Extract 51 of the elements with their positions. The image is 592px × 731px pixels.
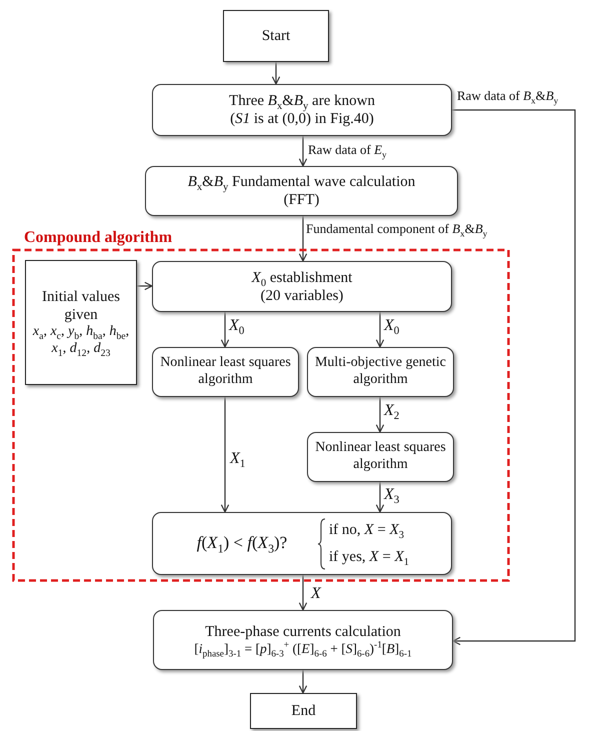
condition-formula: f(X$_{1}$) < f(X$_{3}$)?: [196, 533, 288, 554]
node-label: B$_{x}$&B$_{y}$ Fundamental wave calculation: [188, 173, 416, 191]
node-label: Start: [262, 27, 290, 45]
terminal-box: [223, 10, 329, 62]
edge-label: X$_{3}$: [384, 486, 400, 504]
process-box: [152, 84, 452, 136]
arrow: [298, 575, 308, 611]
node-label: Three-phase currents calculation: [205, 622, 401, 641]
arrow: [452, 109, 576, 646]
process-box: [152, 347, 299, 397]
input-box: [25, 260, 137, 385]
edge-label: X: [311, 585, 321, 603]
node-label: Three B$_{x}$&B$_{y}$ are known: [229, 92, 375, 110]
node-label: End: [291, 702, 316, 720]
node-label: Multi-objective genetic algorithm: [314, 355, 447, 389]
arrow: [298, 136, 308, 167]
node-label: (S1 is at (0,0) in Fig.40): [230, 111, 374, 128]
edge-label: Raw data of B$_{x}$&B$_{y}$: [457, 89, 558, 104]
terminal-box: [250, 693, 357, 729]
node-label: Nonlinear least squares algorithm: [314, 440, 447, 474]
node-label: (FFT): [284, 191, 320, 209]
arrow: [298, 670, 308, 694]
edge-label: X$_{2}$: [384, 402, 400, 420]
process-box: [152, 261, 452, 312]
formula: [i$_{phase}$]$_{3-1}$ = [p]$_{6-3}$$^{+}$ ([E]$_{6-6}$ + [S]$_{6-6}$)$^{-1}$[B]$_{6-1}$: [194, 640, 412, 658]
node-label: (20 variables): [260, 286, 344, 304]
process-box: [153, 610, 453, 670]
edge-label: Raw data of E$_{y}$: [308, 143, 387, 158]
group-title: Compound algorithm: [24, 228, 172, 248]
edge-label: Fundamental component of B$_{x}$&B$_{y}$: [306, 222, 488, 236]
node-label: Nonlinear least squares algorithm: [159, 355, 292, 389]
arrow: [137, 282, 153, 290]
decision-box: [152, 512, 452, 575]
process-box: [307, 432, 454, 482]
arrow: [220, 397, 230, 513]
arrow: [376, 312, 384, 348]
process-box: [307, 347, 454, 397]
arrow: [376, 397, 384, 433]
edge-label: X$_{0}$: [384, 317, 400, 335]
arrow: [298, 216, 308, 262]
arrow: [220, 312, 230, 348]
arrow: [376, 482, 384, 513]
node-label: X$_{0}$ establishment: [252, 268, 352, 286]
arrow: [272, 62, 280, 85]
node-label: Initial values given: [41, 288, 121, 324]
variable-list: x$_{a}$, x$_{c}$, y$_{b}$, h$_{ba}$, h$_{be}$, x$_{1}$, d$_{12}$, d$_{23}$: [26, 324, 136, 358]
branch-text: if yes, X = X$_{1}$: [329, 548, 409, 570]
branch-text: if no, X = X$_{3}$: [329, 520, 405, 542]
edge-label: X$_{0}$: [229, 317, 244, 335]
edge-label: X$_{1}$: [230, 450, 246, 468]
process-box: [145, 166, 458, 216]
